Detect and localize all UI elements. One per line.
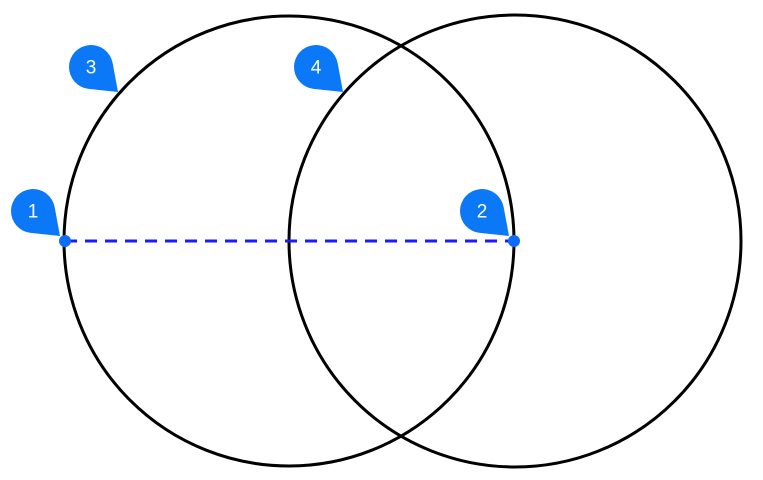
marker-label: 3 bbox=[86, 58, 97, 79]
marker-2[interactable]: 2 bbox=[460, 189, 509, 236]
marker-pin-icon bbox=[294, 45, 343, 92]
marker-label: 4 bbox=[311, 58, 322, 79]
marker-label: 1 bbox=[28, 202, 39, 223]
point-1[interactable] bbox=[59, 235, 71, 247]
marker-4[interactable]: 4 bbox=[294, 45, 343, 92]
point-2[interactable] bbox=[508, 235, 520, 247]
marker-1[interactable]: 1 bbox=[11, 189, 61, 236]
marker-label: 2 bbox=[477, 202, 488, 223]
marker-pin-icon bbox=[69, 45, 118, 92]
marker-3[interactable]: 3 bbox=[69, 45, 118, 92]
marker-pin-icon bbox=[11, 189, 61, 236]
marker-pin-icon bbox=[460, 189, 509, 236]
